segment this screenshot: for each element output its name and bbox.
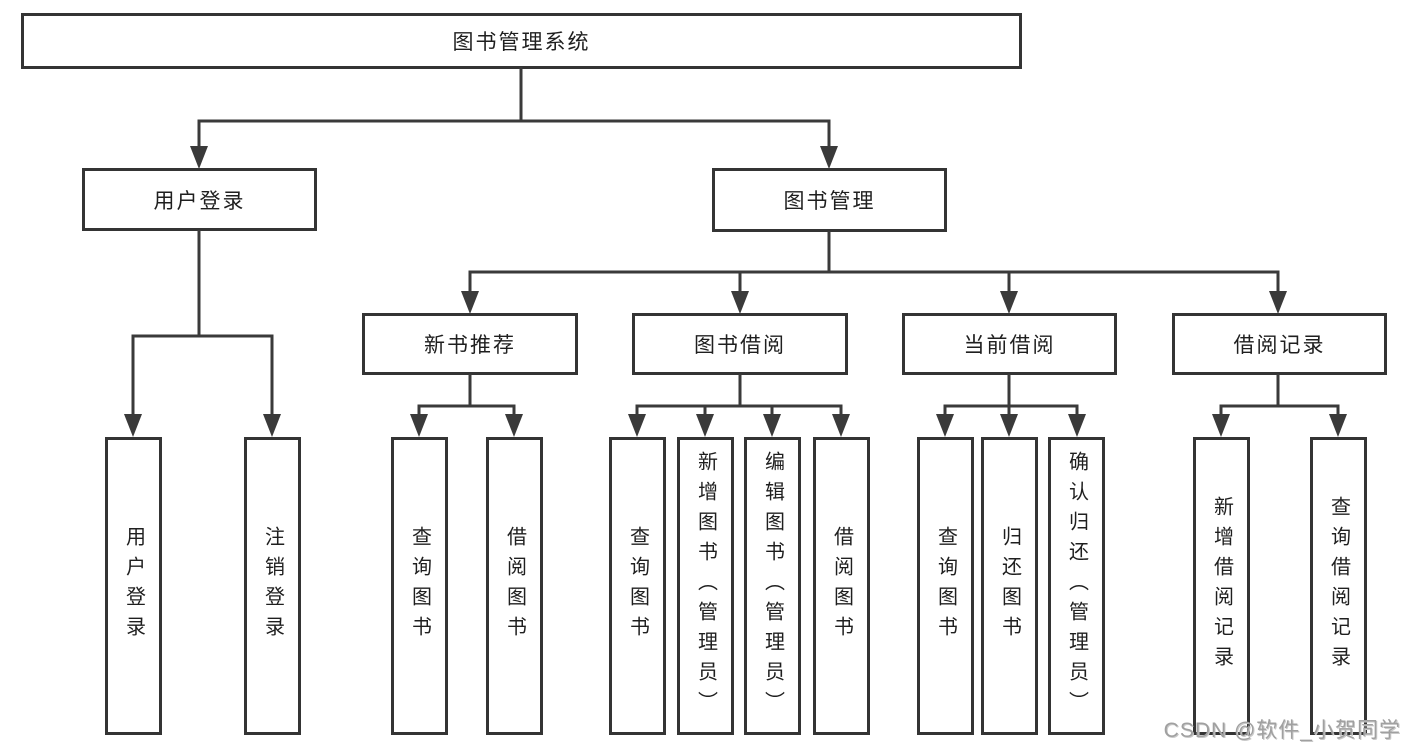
node-book-management: 图书管理: [712, 168, 947, 232]
node-user-login-label: 用户登录: [153, 189, 246, 213]
node-leaf-query-borrow-record: 查询借阅记录: [1310, 437, 1367, 735]
node-leaf-query-books-current-label: 查询图书: [934, 526, 957, 646]
node-leaf-query-books-recommend: 查询图书: [391, 437, 448, 735]
node-leaf-logout-label: 注销登录: [261, 526, 284, 646]
node-library-system: 图书管理系统: [21, 13, 1022, 69]
node-leaf-confirm-return-admin: 确认归还（管理员）: [1048, 437, 1105, 735]
node-current-borrowing-label: 当前借阅: [963, 334, 1056, 357]
node-leaf-query-books-current: 查询图书: [917, 437, 974, 735]
node-leaf-add-borrow-record: 新增借阅记录: [1193, 437, 1250, 735]
node-user-login: 用户登录: [82, 168, 317, 231]
node-leaf-query-books-borrowing: 查询图书: [609, 437, 666, 735]
node-borrowing-records-label: 借阅记录: [1233, 334, 1326, 357]
node-leaf-confirm-return-admin-label: 确认归还（管理员）: [1065, 451, 1088, 721]
node-leaf-borrow-books-borrowing-label: 借阅图书: [830, 526, 853, 646]
node-book-borrowing-label: 图书借阅: [694, 334, 786, 357]
node-book-borrowing: 图书借阅: [632, 313, 848, 375]
node-leaf-borrow-books-borrowing: 借阅图书: [813, 437, 870, 735]
csdn-watermark: CSDN @软件_小贺同学: [1163, 719, 1401, 742]
node-leaf-borrow-books-recommend-label: 借阅图书: [503, 526, 526, 646]
node-leaf-add-book-admin-label: 新增图书（管理员）: [694, 451, 717, 721]
node-leaf-borrow-books-recommend: 借阅图书: [486, 437, 543, 735]
node-book-management-label: 图书管理: [783, 190, 876, 213]
node-leaf-edit-book-admin-label: 编辑图书（管理员）: [761, 451, 784, 721]
node-leaf-user-login: 用户登录: [105, 437, 162, 735]
node-leaf-return-book-label: 归还图书: [998, 526, 1021, 646]
node-leaf-add-book-admin: 新增图书（管理员）: [677, 437, 734, 735]
node-new-book-recommend-label: 新书推荐: [424, 334, 516, 357]
node-leaf-add-borrow-record-label: 新增借阅记录: [1210, 496, 1233, 676]
node-current-borrowing: 当前借阅: [902, 313, 1117, 375]
node-library-system-label: 图书管理系统: [452, 31, 591, 54]
node-leaf-query-borrow-record-label: 查询借阅记录: [1327, 496, 1350, 676]
node-new-book-recommend: 新书推荐: [362, 313, 578, 375]
node-leaf-query-books-recommend-label: 查询图书: [408, 526, 431, 646]
node-leaf-user-login-label: 用户登录: [122, 526, 145, 646]
node-borrowing-records: 借阅记录: [1172, 313, 1387, 375]
node-leaf-query-books-borrowing-label: 查询图书: [626, 526, 649, 646]
node-leaf-edit-book-admin: 编辑图书（管理员）: [744, 437, 801, 735]
node-leaf-logout: 注销登录: [244, 437, 301, 735]
node-leaf-return-book: 归还图书: [981, 437, 1038, 735]
